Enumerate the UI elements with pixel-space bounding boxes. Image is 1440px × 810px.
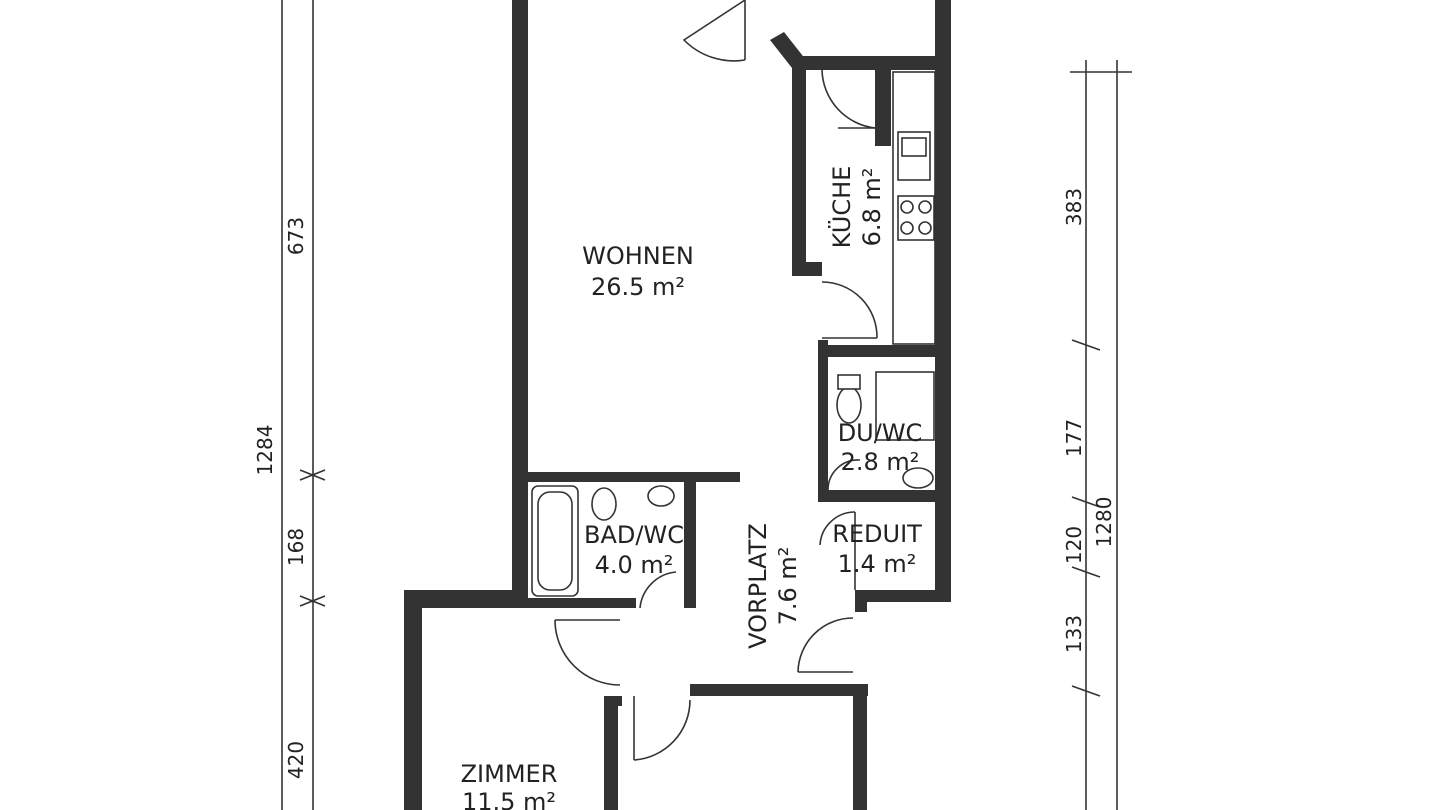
dim-left-top: 673	[284, 217, 308, 255]
wall-shower-west	[818, 340, 828, 500]
wall-zimmer-door-jamb	[604, 696, 622, 706]
room-name-kueche: KÜCHE	[827, 166, 856, 249]
dim-tick	[299, 595, 326, 607]
room-area-vorplatz: 7.6 m²	[774, 547, 802, 626]
dim-tick	[1071, 339, 1101, 351]
room-name-bad-wc: BAD/WC	[584, 521, 684, 549]
room-area-bad-wc: 4.0 m²	[595, 551, 674, 579]
entry-door-swing	[682, 0, 746, 62]
room-name-du-wc: DU/WC	[838, 419, 923, 447]
walls	[404, 0, 951, 810]
doors	[554, 0, 878, 761]
dim-left-mid: 168	[284, 528, 308, 566]
living-door-swing	[821, 281, 878, 339]
dim-tick	[1071, 566, 1101, 578]
burner-icon	[918, 200, 932, 214]
wall-entry-jog	[770, 32, 806, 68]
wall-shower-bottom	[818, 490, 935, 502]
dim-tick	[1071, 496, 1101, 508]
room-name-vorplatz: VORPLATZ	[744, 523, 772, 649]
wall-kitchen-living	[792, 56, 806, 276]
toilet-icon	[591, 487, 617, 521]
room-area-wohnen: 26.5 m²	[591, 273, 685, 301]
bathtub-inner	[537, 491, 573, 591]
shower-door-swing	[827, 459, 861, 491]
wall-lower-room-top	[690, 684, 868, 696]
lower-room-door-swing	[633, 699, 691, 761]
dim-right-bottom: 133	[1062, 615, 1086, 653]
bath-door-swing	[639, 571, 677, 609]
wall-reduit-bottom	[855, 590, 951, 602]
dim-right-mid1: 177	[1062, 419, 1086, 457]
wall-lower-room-east	[853, 684, 867, 810]
dimension-lines-right	[1070, 60, 1132, 810]
wall-west-living	[512, 0, 528, 592]
washbasin-icon	[647, 485, 675, 507]
vorplatz-door-swing	[797, 617, 854, 673]
wall-kitchen-top	[792, 56, 950, 70]
washbasin-icon	[902, 467, 934, 489]
room-name-wohnen: WOHNEN	[582, 242, 694, 270]
room-area-kueche: 6.8 m²	[858, 168, 886, 247]
dim-left-bottom: 420	[284, 741, 308, 779]
burner-icon	[918, 221, 932, 235]
shower-tray	[875, 371, 935, 441]
room-name-reduit: REDUIT	[832, 520, 922, 548]
reduit-door-swing	[819, 511, 856, 546]
burner-icon	[900, 221, 914, 235]
wall-east	[935, 0, 951, 600]
room-area-zimmer: 11.5 m²	[462, 788, 556, 810]
toilet-icon	[836, 386, 862, 424]
wall-kitchen-jog	[792, 262, 822, 276]
toilet-tank-icon	[837, 374, 861, 390]
room-name-zimmer: ZIMMER	[461, 760, 558, 788]
burner-icon	[900, 200, 914, 214]
wall-zimmer-top	[404, 590, 528, 608]
wall-kitchen-door-jamb	[875, 56, 891, 146]
wall-bath-bottom	[528, 598, 636, 608]
dim-right-mid2: 120	[1062, 526, 1086, 564]
wall-reduit-jamb	[855, 590, 867, 612]
kitchen-sink-basin	[901, 137, 927, 157]
wall-bath-top	[528, 472, 740, 482]
zimmer-door-swing	[554, 619, 621, 686]
fixtures	[531, 71, 936, 597]
dim-right-top: 383	[1062, 188, 1086, 226]
dim-left-total: 1284	[253, 425, 277, 476]
dim-tick	[1071, 685, 1101, 697]
room-area-du-wc: 2.8 m²	[841, 448, 920, 476]
wall-kitchen-bottom	[820, 345, 935, 357]
kitchen-door-swing	[821, 69, 876, 129]
dimension-lines-left	[281, 0, 326, 810]
wall-zimmer-west	[404, 590, 422, 810]
dim-tick	[299, 469, 326, 481]
dim-right-total: 1280	[1092, 497, 1116, 548]
wall-zimmer-east	[604, 696, 618, 810]
wall-bath-east	[684, 482, 696, 608]
room-area-reduit: 1.4 m²	[838, 550, 917, 578]
